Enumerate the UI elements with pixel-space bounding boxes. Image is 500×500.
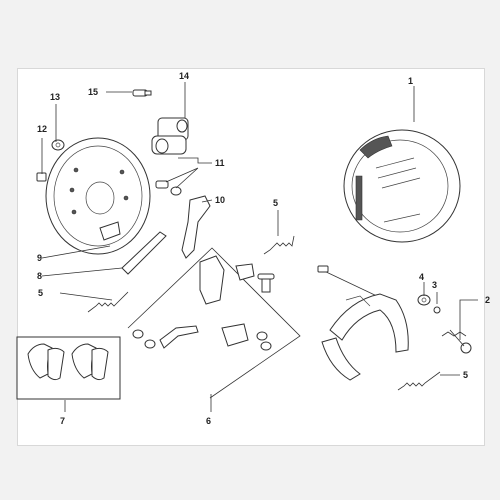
bleeder-screw	[132, 89, 152, 97]
brake-drum-assembly	[343, 129, 461, 243]
callout-11: 11	[215, 158, 225, 168]
brake-shoe	[321, 293, 409, 381]
bolts-11	[155, 180, 182, 196]
callout-8: 8	[37, 271, 42, 281]
callout-4: 4	[419, 272, 424, 282]
spring-left	[87, 291, 129, 313]
nut-12	[36, 172, 47, 182]
spring-washer-2	[441, 329, 472, 354]
callout-9: 9	[37, 253, 42, 263]
callout-5-left: 5	[38, 288, 43, 298]
pin-3	[433, 306, 441, 314]
callout-13: 13	[50, 92, 60, 102]
leader-lines	[41, 82, 478, 412]
callout-5-upper: 5	[273, 198, 278, 208]
callout-3: 3	[432, 280, 437, 290]
callout-5-right: 5	[463, 370, 468, 380]
spring-upper	[263, 235, 295, 255]
callout-labels: 1 2 3 4 5 5 5 6 7 8 9 10 11 12 13 14 15	[37, 71, 490, 426]
washer-4	[417, 294, 431, 306]
lever-10	[181, 195, 211, 259]
callout-12: 12	[37, 124, 47, 134]
shoe-kit-7	[16, 336, 121, 400]
backing-plate	[45, 137, 151, 255]
callout-15: 15	[88, 87, 98, 97]
wheel-cylinder	[151, 117, 189, 155]
callout-7: 7	[60, 416, 65, 426]
washer-13	[51, 139, 65, 151]
callout-2: 2	[485, 295, 490, 305]
spring-right	[397, 371, 441, 391]
hardware-kit-6	[127, 247, 301, 399]
callout-10: 10	[215, 195, 225, 205]
callout-1: 1	[408, 76, 413, 86]
callout-14: 14	[179, 71, 189, 81]
callout-6: 6	[206, 416, 211, 426]
strut-8	[121, 231, 167, 275]
